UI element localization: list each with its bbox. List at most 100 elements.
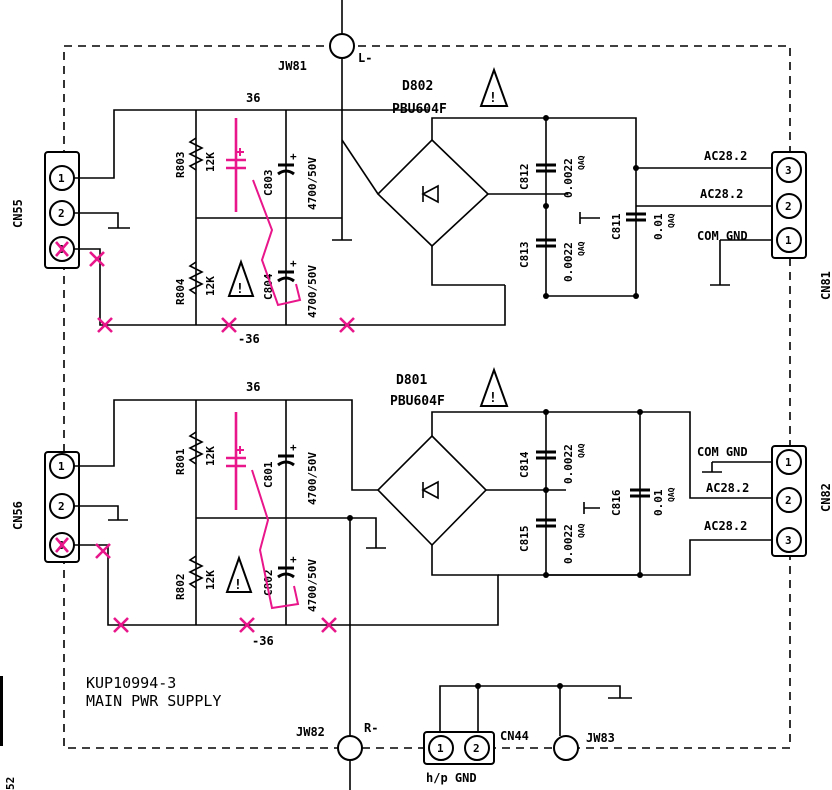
cn55-pins: 1 2 3 [49,165,75,262]
resistor-r804 [188,261,204,295]
c814-sub: QAQ [577,443,586,458]
capacitor-c803: + [277,150,297,176]
svg-text:+: + [290,441,297,454]
cn82-label-2: AC28.2 [706,481,749,495]
warning-icon: ! [479,67,509,107]
svg-text:1: 1 [785,234,792,247]
c815-sub: QAQ [577,523,586,538]
r803-val: 12K [204,152,217,172]
jw82-net-label: R- [364,721,378,735]
annotation-marks [55,118,355,633]
r801-ref: R801 [174,448,187,475]
c801-ref: C801 [262,461,275,488]
jumper-jw82 [337,735,363,761]
cn56-pins: 1 2 3 [49,453,75,558]
jw81-label: JW81 [278,59,307,73]
c801-val: 4700/50V [306,452,319,505]
cn81-label-2: AC28.2 [700,187,743,201]
warning-icon: ! [479,367,509,407]
jw82-label: JW82 [296,725,325,739]
svg-text:!: ! [236,282,244,297]
c816-ref: C816 [610,489,623,516]
svg-text:2: 2 [58,500,65,513]
svg-text:3: 3 [785,164,792,177]
cn56-label: CN56 [11,501,25,530]
d801-part: PBU604F [390,394,445,409]
cn81-name: CN81 [819,271,832,300]
svg-text:2: 2 [58,207,65,220]
c812-ref: C812 [518,164,531,191]
bridge-d801 [376,434,488,547]
d801-ref: D801 [396,373,427,388]
upper-rail-neg: -36 [238,332,260,346]
jumper-jw81 [329,33,355,59]
cn82-name: CN82 [819,483,832,512]
d802-part: PBU604F [392,102,447,117]
svg-text:!: ! [489,91,497,106]
c816-sub: QAQ [667,487,676,502]
c811-ref: C811 [610,213,623,240]
upper-rail-pos: 36 [246,91,260,105]
r803-ref: R803 [174,152,187,179]
c815-ref: C815 [518,526,531,553]
resistor-r801 [188,431,204,465]
svg-text:3: 3 [785,534,792,547]
svg-text:2: 2 [473,742,480,755]
cn44-label: CN44 [500,729,529,743]
c816-val: 0.01 [652,489,665,516]
cn82-label-1: COM GND [697,445,748,459]
cn55-label: CN55 [11,199,25,228]
r804-ref: R804 [174,278,187,305]
cn44-pins: 1 2 [428,735,490,761]
cn82-pins: 1 2 3 [776,449,802,553]
c811-val: 0.01 [652,213,665,240]
c812-sub: QAQ [577,155,586,170]
r804-val: 12K [204,276,217,296]
svg-text:2: 2 [785,200,792,213]
c815-val: 0.0022 [562,524,575,564]
c811-sub: QAQ [667,213,676,228]
svg-text:1: 1 [785,456,792,469]
cn81-pins: 3 2 1 [776,157,802,253]
c813-sub: QAQ [577,241,586,256]
c803-val: 4700/50V [306,157,319,210]
svg-text:1: 1 [58,172,65,185]
svg-text:1: 1 [58,460,65,473]
capacitor-c801: + [277,441,297,467]
svg-text:+: + [290,150,297,163]
r802-ref: R802 [174,574,187,601]
cn81-label-3: AC28.2 [704,149,747,163]
board-part-number: KUP10994-3 [86,674,176,692]
svg-text:1: 1 [437,742,444,755]
cn82-label-3: AC28.2 [704,519,747,533]
capacitor-c804: + [277,257,297,283]
edge-label: 52 [4,777,17,790]
r802-val: 12K [204,570,217,590]
jw81-net-label: L- [358,51,372,65]
svg-text:2: 2 [785,494,792,507]
board-name: MAIN PWR SUPPLY [86,692,221,710]
d802-ref: D802 [402,79,433,94]
c802-val: 4700/50V [306,559,319,612]
c804-val: 4700/50V [306,265,319,318]
c814-ref: C814 [518,451,531,478]
warning-icon: ! [227,258,255,297]
capacitor-c802: + [277,553,297,579]
warning-icon: ! [225,554,253,593]
svg-text:!: ! [489,391,497,406]
svg-text:+: + [290,257,297,270]
lower-rail-neg: -36 [252,634,274,648]
c804-ref: C804 [262,273,275,300]
jw83-label: JW83 [586,731,615,745]
resistor-r803 [188,137,204,171]
hp-gnd-label: h/p GND [426,771,477,785]
c812-val: 0.0022 [562,158,575,198]
c813-val: 0.0022 [562,242,575,282]
lower-rail-pos: 36 [246,380,260,394]
cn81-label-1: COM GND [697,229,748,243]
c814-val: 0.0022 [562,444,575,484]
r801-val: 12K [204,446,217,466]
c813-ref: C813 [518,242,531,269]
jumper-jw83 [553,735,579,761]
